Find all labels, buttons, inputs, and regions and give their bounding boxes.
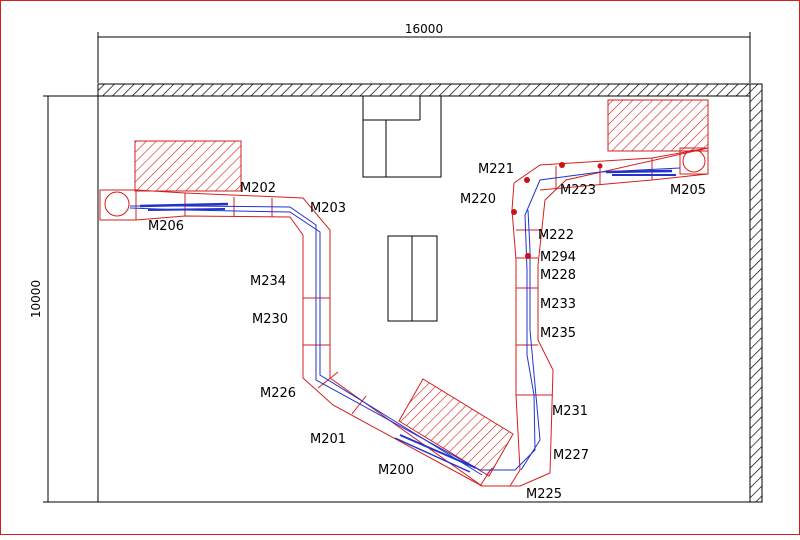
track-boundary xyxy=(99,147,709,487)
storage-zone-bottom xyxy=(398,378,514,477)
conveyor-path xyxy=(129,167,681,476)
station-labels: M202 M203 M206 M234 M230 M226 M201 M200 … xyxy=(148,162,706,502)
station-label-m206: M206 xyxy=(148,219,184,234)
height-dimension-label: 10000 xyxy=(29,280,43,318)
height-dimension: 10000 xyxy=(29,95,98,503)
station-label-m230: M230 xyxy=(252,312,288,327)
station-label-m223: M223 xyxy=(560,183,596,198)
sensor-markers xyxy=(511,162,603,259)
station-label-m231: M231 xyxy=(552,404,588,419)
station-label-m203: M203 xyxy=(310,201,346,216)
width-dimension-label: 16000 xyxy=(405,22,443,36)
station-label-m227: M227 xyxy=(553,448,589,463)
station-label-m201: M201 xyxy=(310,432,346,447)
station-label-m221: M221 xyxy=(478,162,514,177)
station-label-m200: M200 xyxy=(378,463,414,478)
equipment-center xyxy=(387,235,438,322)
station-label-m202: M202 xyxy=(240,181,276,196)
station-label-m228: M228 xyxy=(540,268,576,283)
station-label-m233: M233 xyxy=(540,297,576,312)
storage-zone-right xyxy=(607,99,709,152)
station-label-m205: M205 xyxy=(670,183,706,198)
station-label-m222: M222 xyxy=(538,228,574,243)
station-label-m235: M235 xyxy=(540,326,576,341)
building-walls xyxy=(97,83,763,503)
station-label-m220: M220 xyxy=(460,192,496,207)
station-label-m234: M234 xyxy=(250,274,286,289)
equipment-top xyxy=(362,95,442,178)
station-label-m226: M226 xyxy=(260,386,296,401)
storage-zone-left xyxy=(134,140,242,192)
station-label-m294: M294 xyxy=(540,250,576,265)
width-dimension: 16000 xyxy=(97,22,751,83)
station-label-m225: M225 xyxy=(526,487,562,502)
